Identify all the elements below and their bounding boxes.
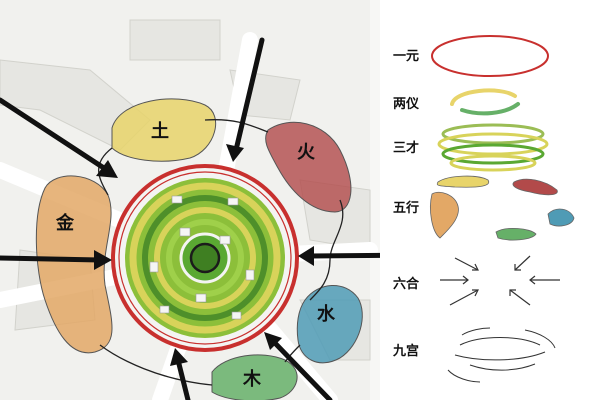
element-metal-label: 金: [55, 212, 75, 234]
legend-jiugong-swirl: [447, 327, 556, 383]
inward-arrows: [0, 37, 423, 400]
legend-label-yiyuan: 一元: [393, 49, 419, 64]
central-plaza: [111, 164, 299, 352]
element-fire-label: 火: [297, 142, 316, 163]
element-water-label: 水: [317, 303, 336, 325]
legend: 一元 两仪 三才 五行 六合: [380, 0, 600, 400]
element-metal: 金: [35, 175, 113, 354]
legend-liangyi-arcs: [450, 88, 520, 116]
legend-liuhe-arrows: [440, 255, 560, 306]
legend-label-wuxing: 五行: [393, 200, 419, 216]
element-earth-label: 土: [151, 121, 169, 142]
element-earth: 土: [111, 98, 217, 162]
legend-label-liangyi: 两仪: [393, 97, 420, 112]
legend-label-jiugong: 九宫: [392, 343, 419, 359]
legend-wuxing-blobs: [430, 175, 575, 241]
legend-label-liuhe: 六合: [393, 276, 420, 292]
legend-yiyuan-ring: [431, 35, 549, 77]
legend-label-sancai: 三才: [393, 140, 419, 156]
element-water: 水: [296, 285, 363, 364]
element-fire: 火: [265, 121, 352, 213]
element-wood: 木: [211, 354, 298, 400]
element-wood-label: 木: [242, 368, 262, 390]
legend-sancai-layers: [437, 123, 549, 172]
